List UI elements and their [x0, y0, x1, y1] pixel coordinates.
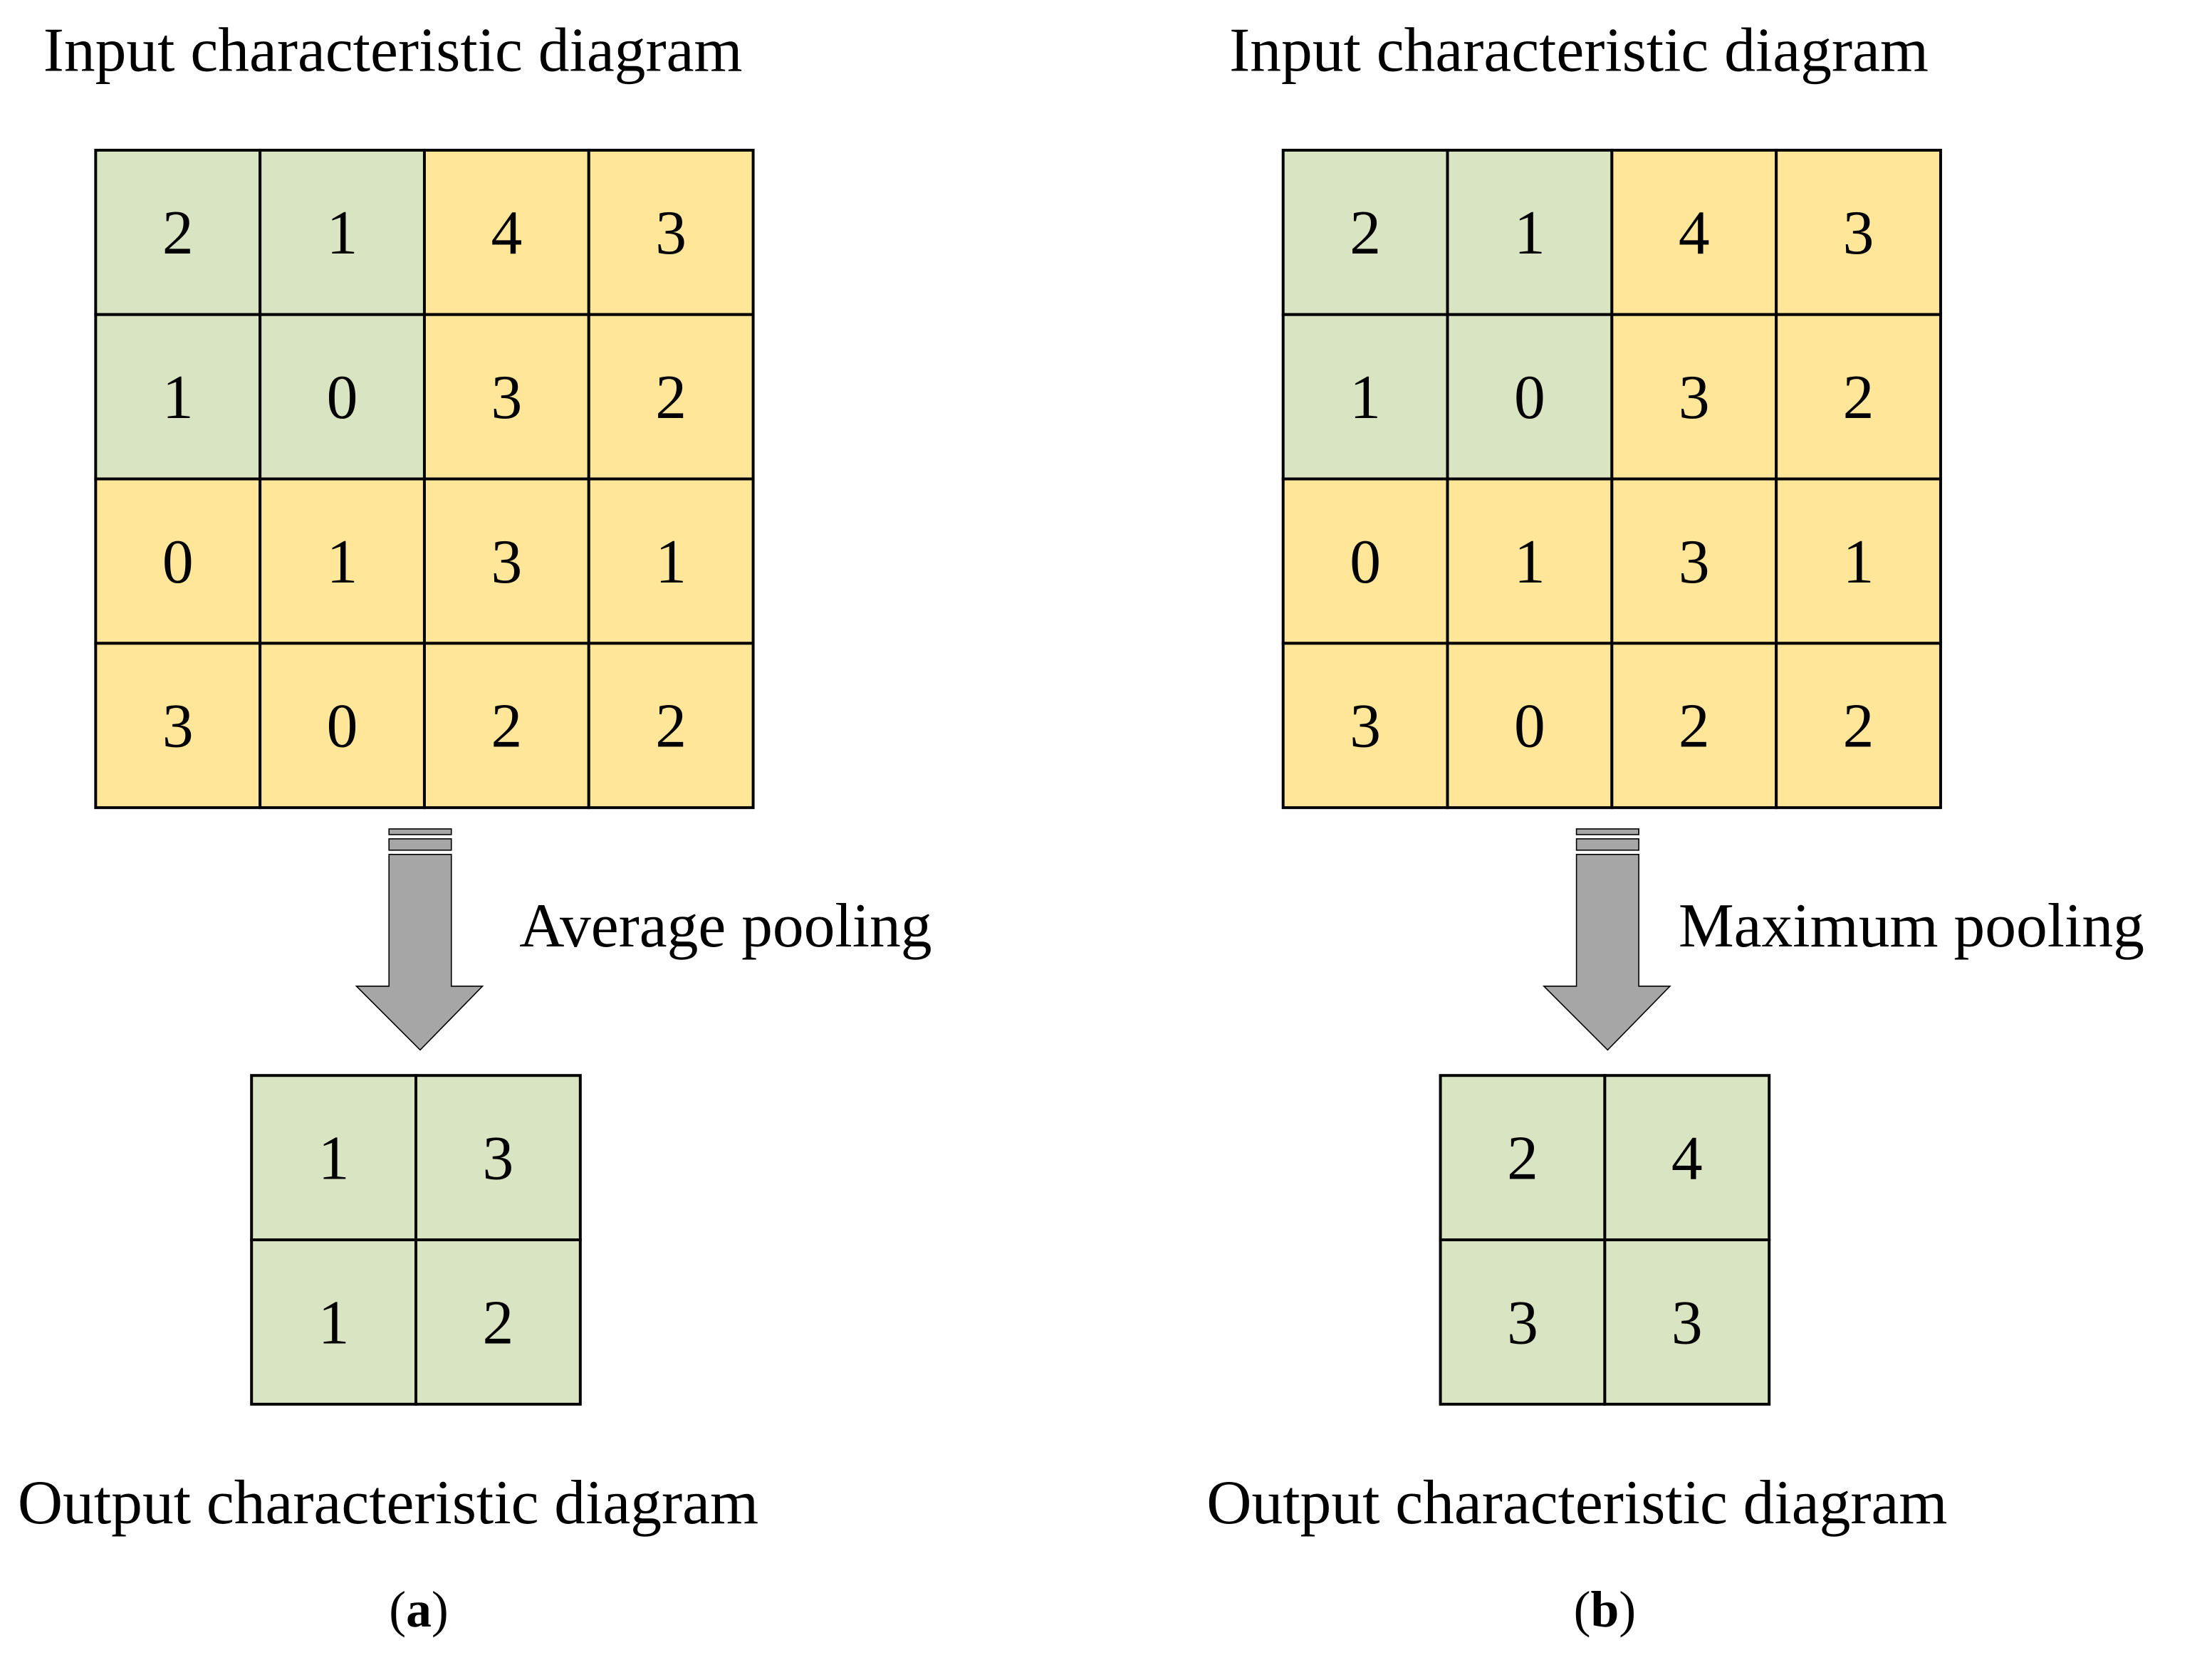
input-cell [1281, 148, 1449, 316]
input-cell-value: 1 [1514, 527, 1545, 596]
output-cell-value: 3 [1507, 1288, 1538, 1357]
caption-letter: a [406, 1582, 432, 1638]
panel-maximum-pooling: Input characteristic diagram 2 1 4 3 1 0 3 2 0 1 3… [1206, 15, 2144, 1638]
input-cell [1610, 148, 1778, 316]
input-cell [587, 313, 755, 481]
input-grid: 2 1 4 3 1 0 3 2 0 1 3 1 3 0 2 2 [94, 148, 755, 810]
input-cell-value: 3 [1679, 527, 1710, 596]
output-title: Output characteristic diagram [18, 1468, 758, 1537]
input-cell-value: 1 [327, 198, 358, 267]
input-cell-value: 0 [1514, 691, 1545, 761]
output-cell-value: 1 [318, 1123, 350, 1192]
input-grid: 2 1 4 3 1 0 3 2 0 1 3 1 3 0 2 2 [1281, 148, 1942, 810]
output-cell-value: 4 [1671, 1123, 1703, 1192]
input-cell-value: 1 [1843, 527, 1874, 596]
caption-letter: b [1590, 1582, 1619, 1638]
output-grid: 2 4 3 3 [1439, 1074, 1771, 1406]
output-cell-value: 2 [1507, 1123, 1538, 1192]
input-cell [1610, 642, 1778, 810]
output-cell-value: 3 [483, 1123, 514, 1192]
down-arrow-icon [1542, 828, 1671, 1051]
input-cell-value: 0 [327, 362, 358, 432]
input-cell [94, 642, 262, 810]
input-cell-value: 2 [655, 362, 687, 432]
input-cell [1446, 642, 1614, 810]
input-cell-value: 1 [327, 527, 358, 596]
output-cell [1439, 1074, 1607, 1241]
output-cell [1439, 1238, 1607, 1406]
arrow-bar [1575, 828, 1639, 835]
output-cell [250, 1074, 417, 1241]
input-cell [1610, 313, 1778, 481]
input-cell [1775, 642, 1942, 810]
input-cell [1775, 148, 1942, 316]
input-cell-value: 3 [655, 198, 687, 267]
arrow-bar [1575, 838, 1639, 851]
output-grid: 1 3 1 2 [250, 1074, 582, 1406]
input-cell-value: 1 [1514, 198, 1545, 267]
input-cell [94, 148, 262, 316]
input-cell [259, 148, 426, 316]
input-cell-value: 0 [1350, 527, 1381, 596]
input-cell-value: 3 [491, 527, 522, 596]
input-cell [422, 148, 590, 316]
input-cell [259, 313, 426, 481]
input-cell-value: 3 [1679, 362, 1710, 432]
input-cell-value: 2 [491, 691, 522, 761]
output-cell [414, 1238, 582, 1406]
input-cell-value: 1 [655, 527, 687, 596]
input-cell [1281, 313, 1449, 481]
input-cell [1281, 477, 1449, 645]
output-cell-value: 3 [1671, 1288, 1703, 1357]
input-cell-value: 0 [327, 691, 358, 761]
arrow-body [1542, 854, 1671, 1051]
input-cell-value: 2 [655, 691, 687, 761]
input-cell [587, 642, 755, 810]
arrow-bar [388, 838, 452, 851]
input-cell [259, 642, 426, 810]
input-cell-value: 0 [1514, 362, 1545, 432]
output-title: Output characteristic diagram [1206, 1468, 1947, 1537]
input-cell [1446, 148, 1614, 316]
input-title: Input characteristic diagram [1229, 15, 1929, 84]
caption: (a) [389, 1582, 449, 1638]
output-cell [414, 1074, 582, 1241]
input-cell-value: 2 [1350, 198, 1381, 267]
input-cell-value: 0 [162, 527, 194, 596]
operation-label: Maximum pooling [1679, 891, 2144, 960]
input-cell-value: 4 [491, 198, 522, 267]
output-cell [1603, 1238, 1771, 1406]
input-cell [1775, 313, 1942, 481]
input-cell-value: 3 [1843, 198, 1874, 267]
input-cell-value: 2 [162, 198, 194, 267]
operation-label: Average pooling [519, 891, 932, 960]
input-cell-value: 1 [1350, 362, 1381, 432]
input-cell [1610, 477, 1778, 645]
input-cell [587, 477, 755, 645]
input-cell [259, 477, 426, 645]
output-cell-value: 1 [318, 1288, 350, 1357]
input-cell-value: 4 [1679, 198, 1710, 267]
input-cell [587, 148, 755, 316]
output-cell [250, 1238, 417, 1406]
panel-average-pooling: Input characteristic diagram 2 1 4 3 1 0 3 2 0 1 3… [18, 15, 932, 1638]
input-cell-value: 2 [1679, 691, 1710, 761]
input-cell-value: 3 [1350, 691, 1381, 761]
arrow-body [355, 854, 484, 1051]
output-cell-value: 2 [483, 1288, 514, 1357]
arrow-bar [388, 828, 452, 835]
input-cell-value: 1 [162, 362, 194, 432]
input-cell-value: 3 [162, 691, 194, 761]
down-arrow-icon [355, 828, 484, 1051]
input-cell-value: 2 [1843, 362, 1874, 432]
input-cell-value: 3 [491, 362, 522, 432]
input-title: Input characteristic diagram [43, 15, 743, 84]
input-cell-value: 2 [1843, 691, 1874, 761]
caption: (b) [1574, 1582, 1637, 1638]
